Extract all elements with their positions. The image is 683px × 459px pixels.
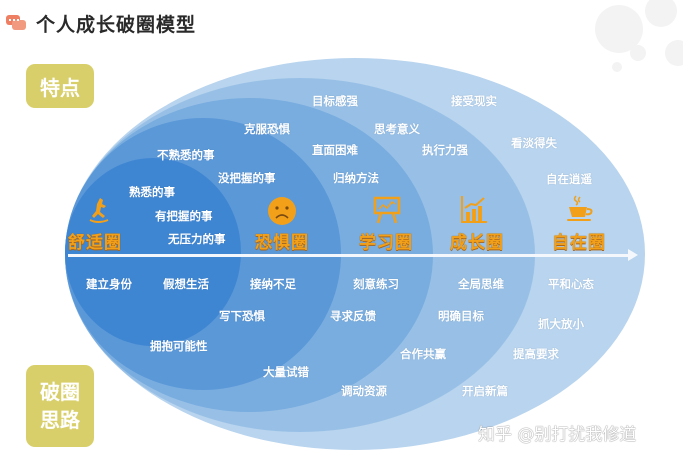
strategies-tag-line1: 破圈 — [40, 380, 80, 404]
feature-label: 无压力的事 — [168, 232, 226, 246]
feature-label: 没把握的事 — [218, 171, 276, 185]
decorative-circle — [665, 40, 683, 66]
strategy-label: 建立身份 — [86, 277, 132, 291]
rocking-chair-person-icon — [89, 198, 109, 223]
zone-label-growth: 成长圈 — [450, 233, 504, 253]
feature-label: 看淡得失 — [511, 136, 557, 150]
strategy-label: 合作共赢 — [400, 347, 446, 361]
decorative-circle — [612, 62, 622, 72]
feature-label: 有把握的事 — [155, 209, 213, 223]
chat-bubbles-icon — [6, 13, 28, 33]
strategy-label: 寻求反馈 — [330, 309, 376, 323]
feature-label: 思考意义 — [374, 122, 420, 136]
strategy-label: 明确目标 — [438, 309, 484, 323]
strategy-label: 提高要求 — [513, 347, 559, 361]
coffee-cup-icon — [567, 195, 593, 221]
strategies-tag-line2: 思路 — [40, 408, 80, 432]
feature-label: 克服恐惧 — [244, 122, 290, 136]
progression-axis — [68, 254, 630, 257]
strategies-tag: 破圈 思路 — [26, 365, 94, 447]
feature-label: 熟悉的事 — [129, 185, 175, 199]
strategy-label: 全局思维 — [458, 277, 504, 291]
watermark: 知乎 @别打扰我修道 — [478, 425, 637, 445]
features-tag-label: 特点 — [40, 75, 80, 100]
feature-label: 归纳方法 — [333, 171, 379, 185]
page-title: 个人成长破圈模型 — [36, 13, 197, 36]
zone-label-comfort: 舒适圈 — [68, 233, 122, 253]
sad-face-icon — [268, 197, 296, 225]
strategy-label: 大量试错 — [263, 365, 309, 379]
strategy-label: 假想生活 — [163, 277, 209, 291]
zone-label-learning: 学习圈 — [359, 233, 413, 253]
feature-label: 执行力强 — [422, 143, 468, 157]
decorative-circle — [630, 45, 646, 61]
zone-label-free: 自在圈 — [552, 233, 606, 253]
strategy-label: 抓大放小 — [538, 317, 584, 331]
presentation-board-icon — [373, 196, 401, 224]
header: 个人成长破圈模型 — [6, 8, 196, 38]
feature-label: 直面困难 — [312, 143, 358, 157]
arrow-head-icon — [628, 249, 638, 261]
features-tag: 特点 — [26, 64, 94, 108]
strategy-label: 刻意练习 — [353, 277, 399, 291]
feature-label: 接受现实 — [451, 94, 497, 108]
strategy-label: 调动资源 — [341, 384, 387, 398]
ring-comfort-zone — [65, 158, 241, 346]
decorative-circle — [645, 0, 677, 27]
strategy-label: 写下恐惧 — [219, 309, 265, 323]
zone-label-fear: 恐惧圈 — [255, 233, 309, 253]
feature-label: 不熟悉的事 — [157, 148, 215, 162]
strategy-label: 开启新篇 — [462, 384, 508, 398]
strategy-label: 接纳不足 — [250, 277, 296, 291]
feature-label: 目标感强 — [312, 94, 358, 108]
strategy-label: 拥抱可能性 — [150, 339, 208, 353]
strategy-label: 平和心态 — [548, 277, 594, 291]
feature-label: 自在逍遥 — [546, 172, 592, 186]
growth-bar-chart-icon — [461, 196, 487, 223]
